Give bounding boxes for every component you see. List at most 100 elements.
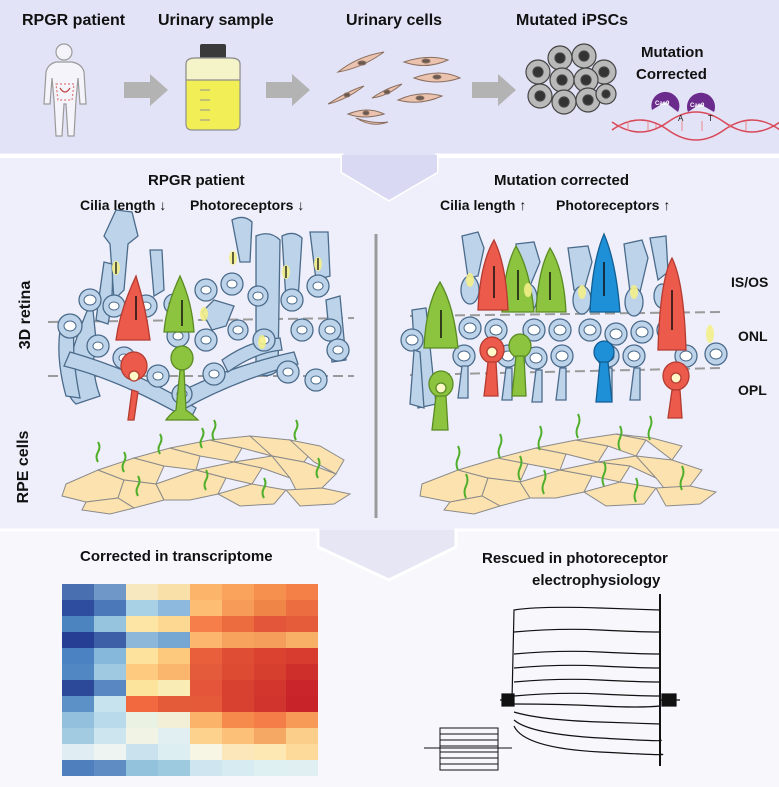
transcriptome-heatmap (62, 584, 318, 776)
heatmap-cell (62, 600, 94, 616)
heatmap-cell (286, 648, 318, 664)
heatmap-cell (158, 696, 190, 712)
heatmap-cell (286, 712, 318, 728)
cas9-right-label: Cas9 (690, 103, 705, 109)
heatmap-cell (222, 648, 254, 664)
heatmap-cell (286, 744, 318, 760)
funnel-arrow-2-fill (318, 530, 456, 580)
heatmap-cell (94, 664, 126, 680)
urinary-cells-icon (327, 51, 462, 125)
step-mutation-line2: Corrected (636, 66, 707, 83)
heatmap-cell (190, 744, 222, 760)
heatmap-cell (190, 712, 222, 728)
heatmap-cell (158, 728, 190, 744)
heatmap-cell (222, 680, 254, 696)
heatmap-cell (94, 680, 126, 696)
heatmap-cell (94, 648, 126, 664)
heatmap-cell (62, 744, 94, 760)
heatmap-cell (158, 664, 190, 680)
heatmap-cell (286, 600, 318, 616)
ephys-title-line1: Rescued in photoreceptor (482, 550, 668, 567)
heatmap-cell (126, 744, 158, 760)
step-urinary-cells: Urinary cells (346, 12, 443, 29)
funnel-arrow-1-fill (342, 155, 437, 200)
ephys-title-line2: electrophysiology (532, 572, 661, 589)
step-urinary-sample: Urinary sample (158, 12, 274, 29)
base-t-label: T (708, 114, 713, 123)
left-cilia-label: Cilia length ↓ (80, 197, 166, 213)
heatmap-cell (94, 728, 126, 744)
heatmap-cell (126, 664, 158, 680)
urine-bottle-icon (185, 44, 241, 131)
heatmap-cell (126, 696, 158, 712)
heatmap-cell (254, 728, 286, 744)
heatmap-cell (254, 584, 286, 600)
heatmap-cell (254, 760, 286, 776)
base-a-label: A (678, 114, 684, 123)
human-figure-icon (43, 43, 87, 137)
heatmap-cell (254, 696, 286, 712)
voltage-protocol-icon (424, 727, 512, 771)
heatmap-cell (62, 728, 94, 744)
left-photo-label: Photoreceptors ↓ (190, 197, 304, 213)
heatmap-cell (158, 616, 190, 632)
rpe-cilia (95, 413, 685, 503)
heatmap-cell (286, 632, 318, 648)
heatmap-cell (190, 728, 222, 744)
left-retina-cells (57, 209, 350, 421)
heatmap-cell (126, 600, 158, 616)
heatmap-cell (254, 680, 286, 696)
heatmap-cell (158, 712, 190, 728)
right-cilia-text: Cilia length (440, 197, 516, 213)
heatmap-cell (126, 616, 158, 632)
heatmap-cell (222, 712, 254, 728)
heatmap-cell (254, 712, 286, 728)
heatmap-cell (190, 664, 222, 680)
heatmap-cell (190, 600, 222, 616)
right-photo-arrow: ↑ (663, 197, 671, 213)
heatmap-cell (62, 584, 94, 600)
right-panel-title: Mutation corrected (494, 172, 630, 189)
heatmap-cell (94, 744, 126, 760)
heatmap-cell (62, 616, 94, 632)
right-rpe-cells (419, 433, 718, 515)
left-panel-title: RPGR patient (148, 172, 245, 189)
heatmap-cell (126, 760, 158, 776)
heatmap-cell (286, 616, 318, 632)
heatmap-cell (126, 712, 158, 728)
row-3d-retina: 3D retina (17, 280, 34, 350)
heatmap-cell (254, 600, 286, 616)
layer-onl: ONL (738, 328, 768, 344)
cas9-left-label: Cas9 (655, 101, 670, 107)
heatmap-cell (126, 584, 158, 600)
cas9-left-icon (651, 91, 680, 112)
heatmap-cell (190, 680, 222, 696)
arrow-3 (472, 74, 516, 106)
heatmap-cell (190, 584, 222, 600)
dna-helix-icon (611, 111, 779, 141)
heatmap-cell (62, 760, 94, 776)
heatmap-cell (62, 664, 94, 680)
heatmap-cell (62, 648, 94, 664)
heatmap-cell (158, 600, 190, 616)
heatmap-cell (94, 600, 126, 616)
heatmap-cell (190, 616, 222, 632)
heatmap-cell (94, 616, 126, 632)
heatmap-cell (126, 728, 158, 744)
step-rpgr-patient: RPGR patient (22, 12, 126, 29)
heatmap-cell (190, 760, 222, 776)
heatmap-cell (94, 712, 126, 728)
heatmap-cell (126, 632, 158, 648)
heatmap-cell (126, 680, 158, 696)
heatmap-cell (222, 664, 254, 680)
heatmap-cell (158, 744, 190, 760)
top-panel (0, 0, 779, 155)
left-rpe-cells (61, 435, 352, 515)
ipsc-cluster-icon (525, 43, 617, 115)
heatmap-cell (286, 680, 318, 696)
heatmap-cell (286, 664, 318, 680)
heatmap-cell (222, 728, 254, 744)
heatmap-cell (254, 664, 286, 680)
right-cilia-label: Cilia length ↑ (440, 197, 526, 213)
